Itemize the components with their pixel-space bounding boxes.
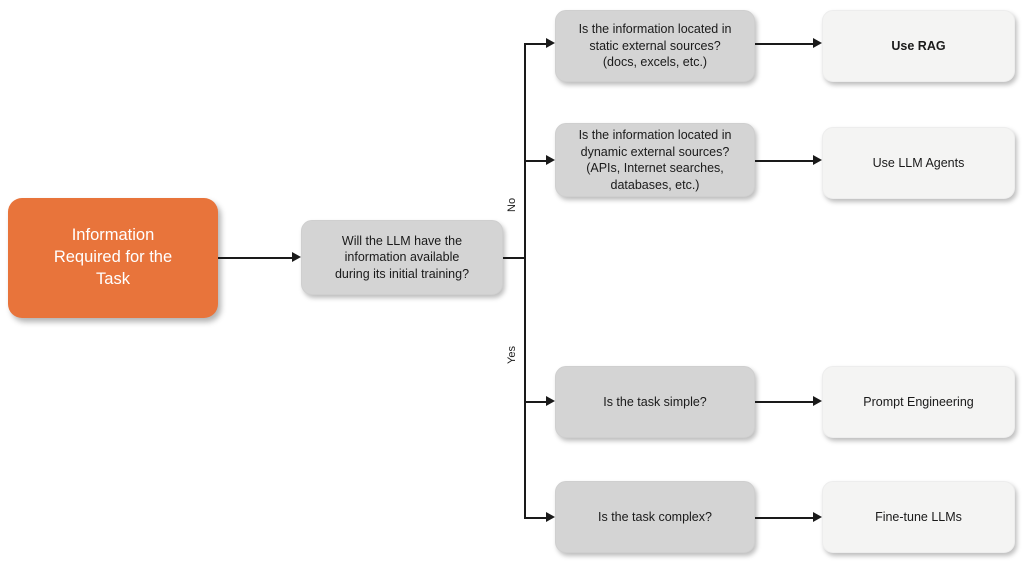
edge-question-2-to-outcome-2 <box>755 160 813 162</box>
node-question-static-sources[interactable]: Is the information located in static ext… <box>555 10 755 82</box>
node-start-information-required[interactable]: Information Required for the Task <box>8 198 218 318</box>
edge-question-3-to-outcome-3 <box>755 401 813 403</box>
arrowhead-trunk-to-question-2 <box>546 155 555 165</box>
node-outcome-prompt-engineering[interactable]: Prompt Engineering <box>822 366 1015 438</box>
arrowhead-trunk-to-question-4 <box>546 512 555 522</box>
edge-trunk-to-question-2 <box>524 160 546 162</box>
node-question-task-simple[interactable]: Is the task simple? <box>555 366 755 438</box>
node-outcome-prompt-engineering-label: Prompt Engineering <box>863 394 974 409</box>
arrowhead-start-to-decision <box>292 252 301 262</box>
edge-trunk-to-question-3 <box>524 401 546 403</box>
node-question-static-sources-label: Is the information located in static ext… <box>578 22 732 70</box>
branch-label-yes: Yes <box>506 346 518 364</box>
arrowhead-question-3-to-outcome-3 <box>813 396 822 406</box>
edge-question-4-to-outcome-4 <box>755 517 813 519</box>
node-question-dynamic-sources-label: Is the information located in dynamic ex… <box>578 128 732 192</box>
arrowhead-question-2-to-outcome-2 <box>813 155 822 165</box>
node-decision-initial-training[interactable]: Will the LLM have the information availa… <box>301 220 503 295</box>
node-outcome-use-rag[interactable]: Use RAG <box>822 10 1015 82</box>
node-question-dynamic-sources[interactable]: Is the information located in dynamic ex… <box>555 123 755 197</box>
arrowhead-question-1-to-outcome-1 <box>813 38 822 48</box>
node-decision-label: Will the LLM have the information availa… <box>334 233 470 281</box>
edge-start-to-decision <box>218 257 292 259</box>
edge-trunk-to-question-1 <box>524 43 546 45</box>
node-outcome-use-llm-agents[interactable]: Use LLM Agents <box>822 127 1015 199</box>
node-start-label: Information Required for the Task <box>53 226 173 288</box>
node-question-task-complex-label: Is the task complex? <box>598 509 712 524</box>
node-outcome-fine-tune-llms-label: Fine-tune LLMs <box>875 509 962 524</box>
edge-vertical-trunk <box>524 43 526 518</box>
arrowhead-question-4-to-outcome-4 <box>813 512 822 522</box>
edge-decision-to-trunk <box>503 257 526 259</box>
arrowhead-trunk-to-question-3 <box>546 396 555 406</box>
node-outcome-use-rag-label: Use RAG <box>891 38 946 53</box>
edge-question-1-to-outcome-1 <box>755 43 813 45</box>
node-question-task-complex[interactable]: Is the task complex? <box>555 481 755 553</box>
edge-trunk-to-question-4 <box>524 517 546 519</box>
arrowhead-trunk-to-question-1 <box>546 38 555 48</box>
branch-label-no: No <box>506 197 518 212</box>
node-outcome-use-llm-agents-label: Use LLM Agents <box>872 155 965 170</box>
node-question-task-simple-label: Is the task simple? <box>603 394 707 409</box>
node-outcome-fine-tune-llms[interactable]: Fine-tune LLMs <box>822 481 1015 553</box>
